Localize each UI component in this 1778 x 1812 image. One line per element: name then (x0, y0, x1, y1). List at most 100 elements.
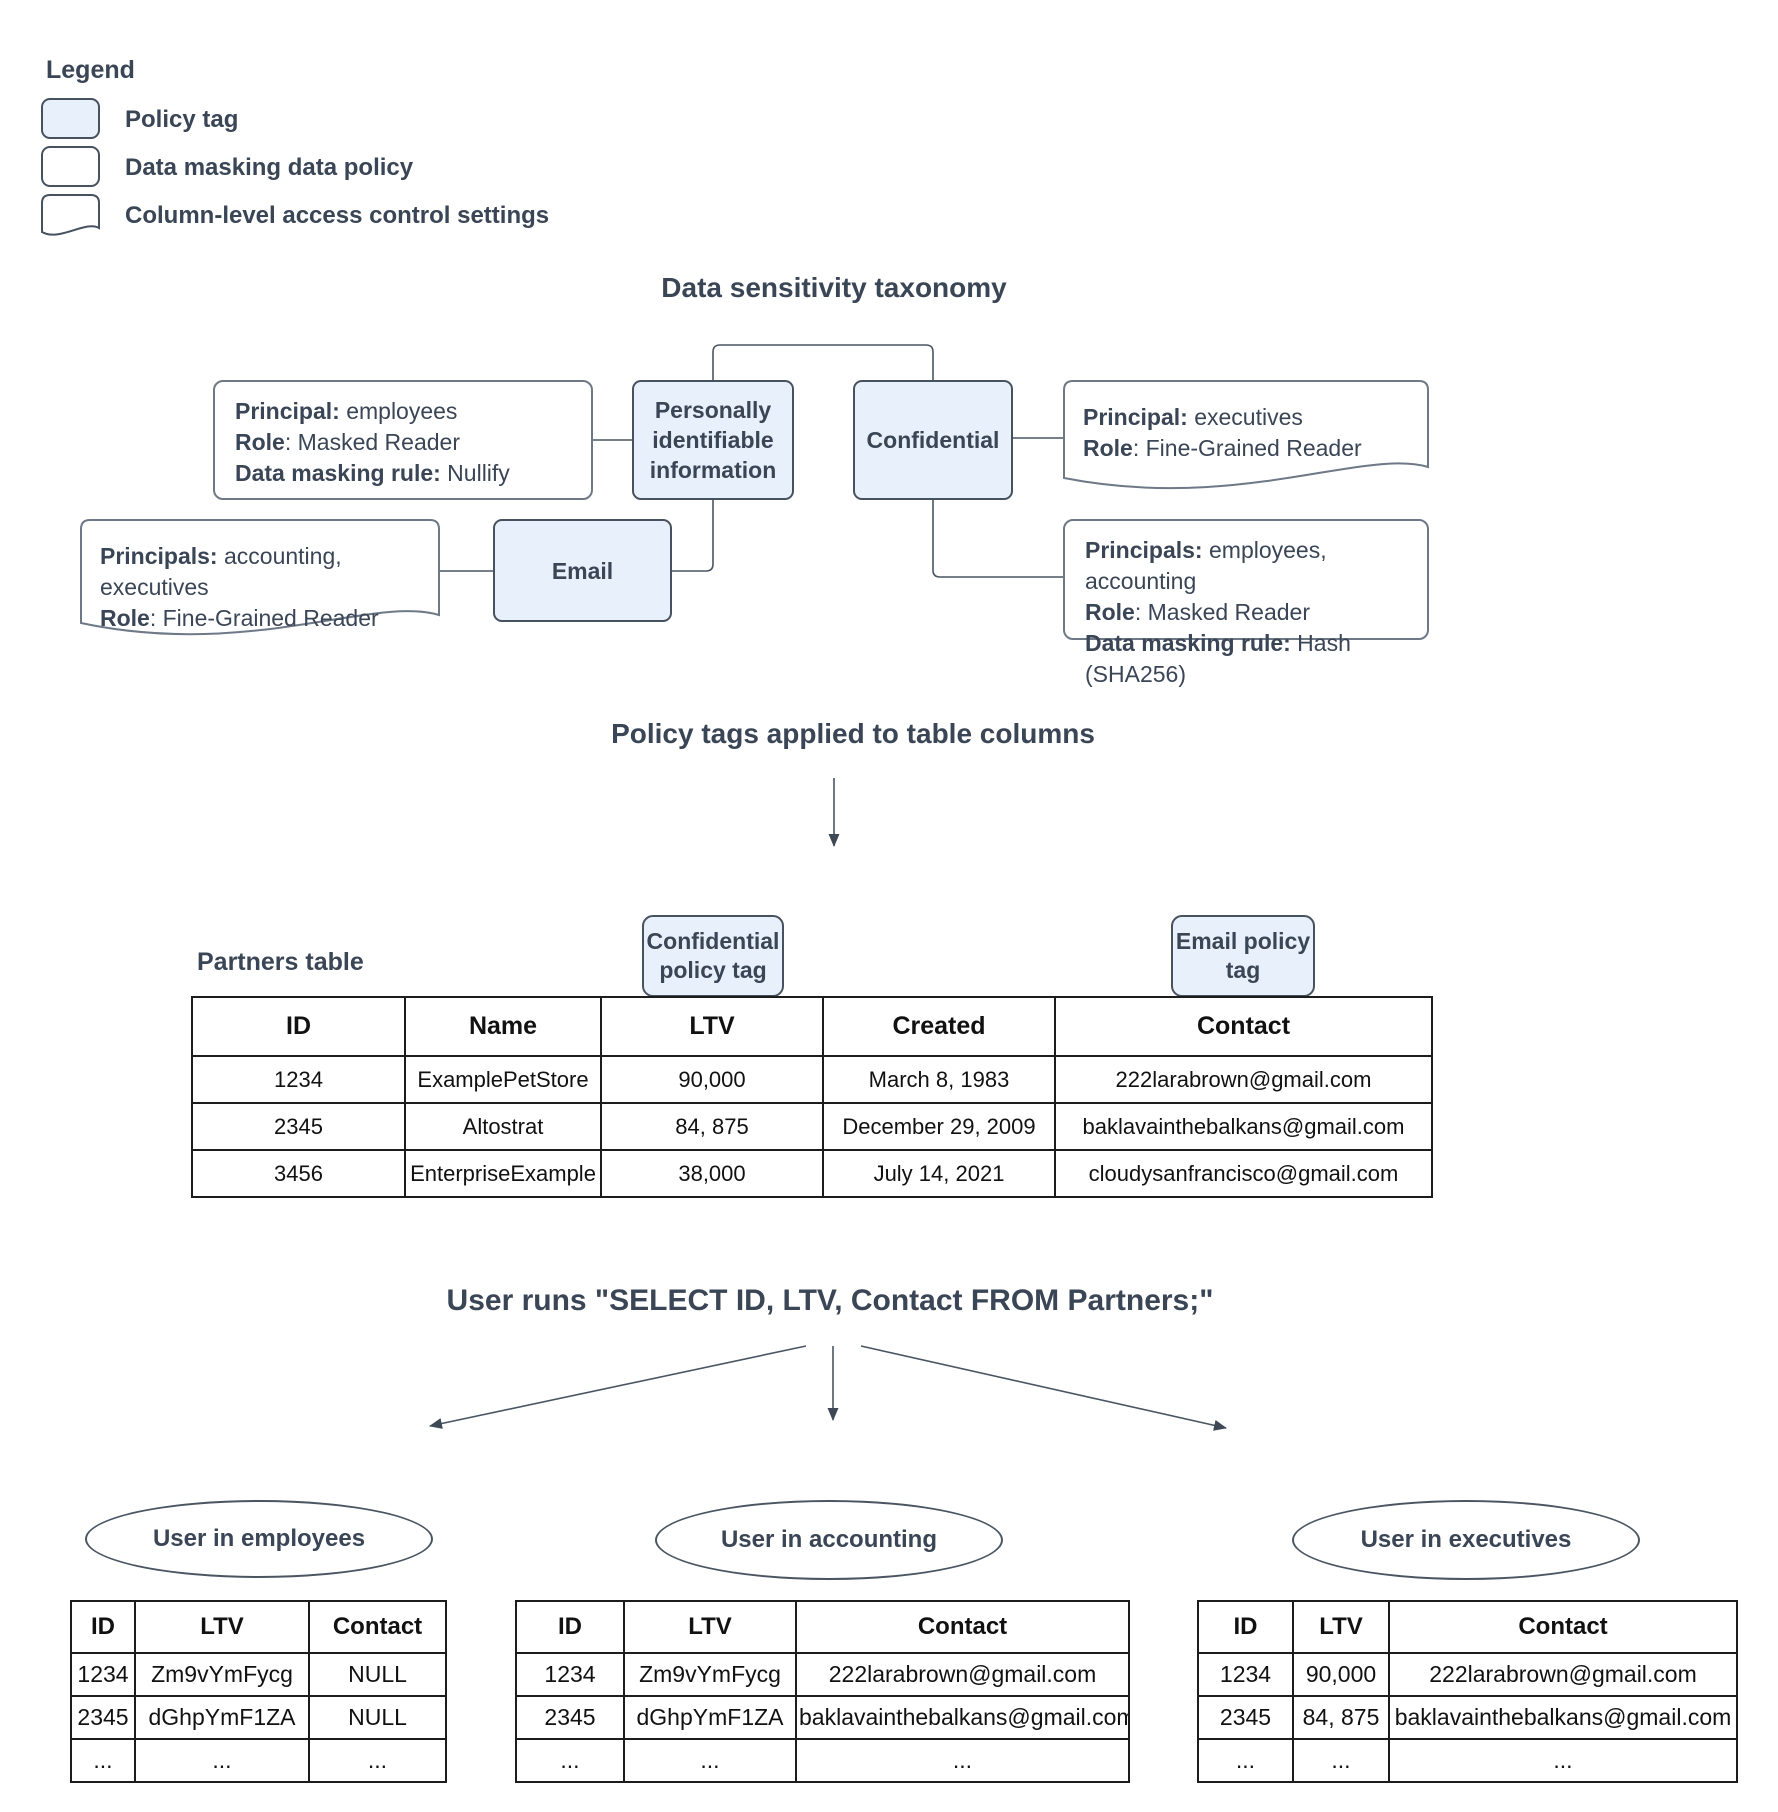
legend-policy-tag-swatch (41, 98, 100, 139)
result-row: 1234 Zm9vYmFycg 222larabrown@gmail.com (515, 1652, 1130, 1697)
cell: December 29, 2009 (822, 1102, 1056, 1151)
legend-title: Legend (46, 56, 135, 84)
cell: baklavainthebalkans@gmail.com (795, 1695, 1130, 1740)
cell: 2345 (191, 1102, 406, 1151)
cell: 3456 (191, 1149, 406, 1198)
cell: 1234 (70, 1652, 136, 1697)
policy-line: Role: Fine-Grained Reader (1083, 435, 1362, 461)
policy-line: Role: Fine-Grained Reader (100, 605, 379, 631)
cell: ... (308, 1738, 447, 1783)
cell: 38,000 (600, 1149, 824, 1198)
policy-line: Principal: executives (1083, 404, 1303, 430)
cell: 2345 (515, 1695, 625, 1740)
partners-row: 3456 EnterpriseExample 38,000 July 14, 2… (191, 1149, 1433, 1198)
accounting-result-table: ID LTV Contact 1234 Zm9vYmFycg 222larabr… (515, 1600, 1130, 1783)
policy-line: Principals: accounting, executives (100, 543, 349, 600)
arrow-query-employees (429, 1345, 807, 1429)
cell: 222larabrown@gmail.com (1054, 1055, 1433, 1104)
connector-confidential-masking (932, 500, 1063, 578)
cell: dGhpYmF1ZA (134, 1695, 310, 1740)
partners-row: 2345 Altostrat 84, 875 December 29, 2009… (191, 1102, 1433, 1151)
connector-pii-email (672, 500, 714, 572)
col-header: Contact (795, 1600, 1130, 1654)
cell: 1234 (515, 1652, 625, 1697)
col-header: Contact (308, 1600, 447, 1654)
cell: dGhpYmF1ZA (623, 1695, 797, 1740)
policy-line: Role: Masked Reader (1085, 599, 1310, 625)
col-header: Name (404, 996, 602, 1057)
user-employees-ellipse: User in employees (85, 1500, 433, 1578)
cell: EnterpriseExample (404, 1149, 602, 1198)
result-row: ... ... ... (515, 1738, 1130, 1783)
col-header: Created (822, 996, 1056, 1057)
accounting-access-control-shape (80, 519, 440, 636)
policy-line: Data masking rule: Hash (SHA256) (1085, 630, 1358, 687)
col-header: Contact (1388, 1600, 1738, 1654)
col-header: LTV (600, 996, 824, 1057)
col-header: LTV (1292, 1600, 1390, 1654)
col-header: LTV (623, 1600, 797, 1654)
result-row: 2345 84, 875 baklavainthebalkans@gmail.c… (1197, 1695, 1738, 1740)
partners-table-label: Partners table (197, 948, 364, 976)
executives-access-control-text: Principal: executives Role: Fine-Grained… (1063, 380, 1429, 464)
cell: ... (1197, 1738, 1294, 1783)
legend-item-policy-tag: Policy tag (125, 106, 239, 133)
partners-row: 1234 ExamplePetStore 90,000 March 8, 198… (191, 1055, 1433, 1104)
query-title: User runs "SELECT ID, LTV, Contact FROM … (446, 1284, 1214, 1317)
cell: ... (795, 1738, 1130, 1783)
cell: ... (1292, 1738, 1390, 1783)
result-row: 2345 dGhpYmF1ZA NULL (70, 1695, 447, 1740)
cell: March 8, 1983 (822, 1055, 1056, 1104)
accounting-access-control-text: Principals: accounting, executives Role:… (80, 519, 440, 634)
taxonomy-title: Data sensitivity taxonomy (661, 272, 1007, 303)
partners-table: ID Name LTV Created Contact 1234 Example… (191, 996, 1433, 1198)
policy-tag-email: Email (493, 519, 672, 622)
result-row: ... ... ... (1197, 1738, 1738, 1783)
cell: 90,000 (1292, 1652, 1390, 1697)
cell: 2345 (70, 1695, 136, 1740)
legend-data-policy-swatch (41, 146, 100, 187)
cell: NULL (308, 1652, 447, 1697)
cell: Zm9vYmFycg (623, 1652, 797, 1697)
result-header-row: ID LTV Contact (70, 1600, 447, 1654)
employees-result-table: ID LTV Contact 1234 Zm9vYmFycg NULL 2345… (70, 1600, 447, 1783)
legend-item-data-policy: Data masking data policy (125, 154, 414, 181)
cell: baklavainthebalkans@gmail.com (1054, 1102, 1433, 1151)
email-policy-tag-callout: Email policy tag (1171, 915, 1315, 997)
result-row: ... ... ... (70, 1738, 447, 1783)
result-row: 2345 dGhpYmF1ZA baklavainthebalkans@gmai… (515, 1695, 1130, 1740)
employees-data-policy-box: Principal: employees Role: Masked Reader… (213, 380, 593, 500)
col-header: ID (191, 996, 406, 1057)
col-header: LTV (134, 1600, 310, 1654)
executives-result-table: ID LTV Contact 1234 90,000 222larabrown@… (1197, 1600, 1738, 1783)
cell: ... (70, 1738, 136, 1783)
cell: 1234 (191, 1055, 406, 1104)
col-header: ID (515, 1600, 625, 1654)
cell: ExamplePetStore (404, 1055, 602, 1104)
user-executives-ellipse: User in executives (1292, 1500, 1640, 1580)
applied-title: Policy tags applied to table columns (611, 718, 1095, 749)
cell: 84, 875 (1292, 1695, 1390, 1740)
cell: 222larabrown@gmail.com (795, 1652, 1130, 1697)
masking-data-policy-box: Principals: employees, accounting Role: … (1063, 519, 1429, 687)
policy-tag-confidential: Confidential (853, 380, 1013, 500)
cell: Altostrat (404, 1102, 602, 1151)
legend-item-access-control: Column-level access control settings (125, 202, 550, 229)
cell: NULL (308, 1695, 447, 1740)
policy-line: Principal: employees (235, 398, 458, 424)
col-header: Contact (1054, 996, 1433, 1057)
result-row: 1234 Zm9vYmFycg NULL (70, 1652, 447, 1697)
cell: ... (623, 1738, 797, 1783)
cell: July 14, 2021 (822, 1149, 1056, 1198)
policy-line: Data masking rule: Nullify (235, 460, 510, 486)
cell: ... (515, 1738, 625, 1783)
cell: Zm9vYmFycg (134, 1652, 310, 1697)
col-header: ID (70, 1600, 136, 1654)
connector-pii-confidential (712, 344, 934, 380)
result-header-row: ID LTV Contact (515, 1600, 1130, 1654)
result-header-row: ID LTV Contact (1197, 1600, 1738, 1654)
legend-access-control-swatch (41, 194, 100, 236)
arrow-query-executives (860, 1345, 1227, 1431)
cell: 2345 (1197, 1695, 1294, 1740)
user-accounting-ellipse: User in accounting (655, 1500, 1003, 1580)
